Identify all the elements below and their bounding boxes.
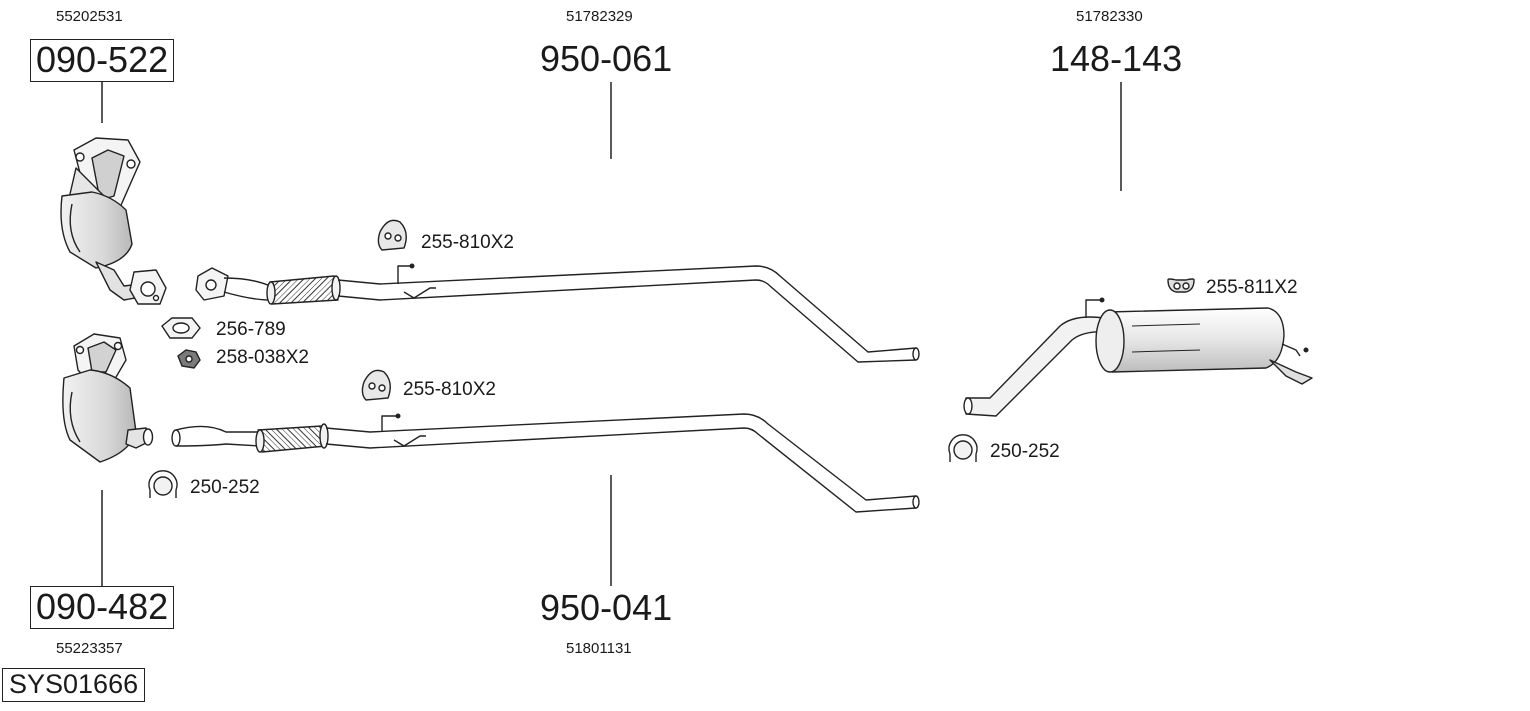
- gasket-icon: [161, 317, 201, 339]
- accessory-label-nut[interactable]: 258-038X2: [216, 347, 309, 368]
- system-code: SYS01666: [2, 668, 146, 702]
- front-pipe-upper-part: [195, 263, 920, 363]
- oem-number-pipe-lower: 51801131: [566, 640, 632, 657]
- accessory-label-clamp-left[interactable]: 250-252: [190, 477, 260, 498]
- rubber-hanger-icon: [1167, 278, 1195, 293]
- catalyst-lower-part: [62, 333, 154, 463]
- accessory-label-hanger-upper[interactable]: 255-810X2: [421, 232, 514, 253]
- rubber-hanger-icon: [361, 369, 391, 401]
- oem-number-pipe-upper: 51782329: [566, 8, 633, 25]
- front-pipe-lower-part: [171, 413, 920, 513]
- oem-number-silencer: 51782330: [1076, 8, 1143, 25]
- accessory-label-hanger-rear[interactable]: 255-811X2: [1206, 277, 1298, 298]
- leader-lines: [101, 82, 1122, 586]
- part-code-cat-upper[interactable]: 090-522: [30, 39, 175, 82]
- accessory-label-clamp-rear[interactable]: 250-252: [990, 441, 1060, 462]
- part-code-pipe-lower[interactable]: 950-041: [540, 587, 673, 628]
- oem-number-cat-lower: 55223357: [56, 640, 123, 657]
- part-code-cat-lower[interactable]: 090-482: [30, 586, 175, 629]
- rear-silencer-part: [963, 297, 1313, 417]
- nut-icon: [177, 349, 201, 369]
- clamp-icon: [148, 470, 178, 498]
- clamp-icon: [948, 434, 978, 462]
- part-code-silencer[interactable]: 148-143: [1050, 38, 1183, 79]
- accessory-label-hanger-lower[interactable]: 255-810X2: [403, 379, 496, 400]
- part-code-pipe-upper[interactable]: 950-061: [540, 38, 673, 79]
- accessory-label-gasket[interactable]: 256-789: [216, 319, 286, 340]
- rubber-hanger-icon: [377, 219, 407, 251]
- oem-number-cat-upper: 55202531: [56, 8, 123, 25]
- catalyst-upper-part: [60, 137, 167, 305]
